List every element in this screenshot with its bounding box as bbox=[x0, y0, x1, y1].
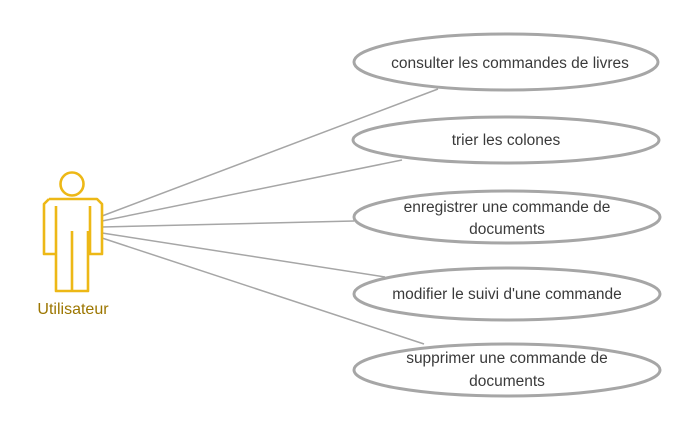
use-case-ellipse bbox=[351, 115, 661, 165]
association-line-1 bbox=[101, 88, 439, 217]
associations bbox=[101, 88, 439, 345]
actor-label: Utilisateur bbox=[37, 301, 109, 318]
use-case-label: consulter les commandes de livres bbox=[391, 55, 629, 72]
use-case-ellipse bbox=[352, 266, 662, 322]
use-case-label-line-1: supprimer une commande de bbox=[406, 350, 608, 367]
association-line-3 bbox=[101, 220, 355, 228]
use-case-enregistrer-commande: enregistrer une commande de documents bbox=[352, 189, 662, 245]
use-case-supprimer-commande: supprimer une commande de documents bbox=[352, 342, 662, 398]
person-icon bbox=[42, 171, 104, 293]
use-case-ellipse bbox=[352, 189, 662, 245]
use-case-label: modifier le suivi d'une commande bbox=[392, 286, 622, 303]
use-case-consulter-commandes: consulter les commandes de livres bbox=[352, 32, 660, 92]
association-line-2 bbox=[101, 159, 403, 222]
use-case-label-line-2: documents bbox=[469, 221, 545, 238]
use-case-modifier-suivi: modifier le suivi d'une commande bbox=[352, 266, 662, 322]
use-case-label-line-2: documents bbox=[469, 373, 545, 390]
use-case-trier-colones: trier les colones bbox=[351, 115, 661, 165]
use-case-ellipse bbox=[352, 342, 662, 398]
use-case-label: trier les colones bbox=[452, 132, 561, 149]
actor-utilisateur: Utilisateur bbox=[37, 171, 109, 318]
association-line-4 bbox=[101, 232, 386, 278]
use-case-ellipse bbox=[352, 32, 660, 92]
use-cases: consulter les commandes de livres trier … bbox=[351, 32, 662, 398]
association-line-5 bbox=[101, 237, 425, 345]
use-case-label-line-1: enregistrer une commande de bbox=[404, 199, 611, 216]
